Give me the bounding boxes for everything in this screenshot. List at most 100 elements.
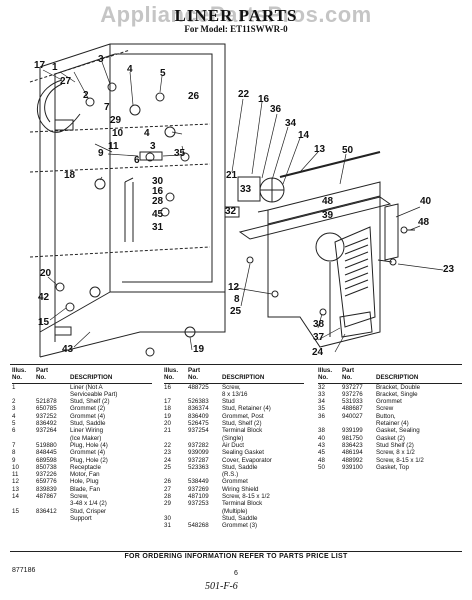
illus-number: 4: [12, 412, 16, 420]
callout-28: 28: [152, 196, 164, 207]
callout-13: 13: [314, 144, 326, 155]
illus-number: 8: [12, 449, 16, 457]
callout-43: 43: [62, 344, 74, 355]
table-header-row: Illus. No. Part No. DESCRIPTION: [318, 367, 462, 384]
callout-25: 25: [230, 306, 242, 317]
illus-number: 32: [318, 383, 325, 391]
part-description: Button, Retainer (4): [376, 412, 409, 428]
illus-number: 6: [12, 427, 16, 435]
illus-number: 2: [12, 398, 16, 406]
watermark: AppliancePartsPros.com: [100, 2, 372, 27]
part-number: 488992: [342, 456, 363, 464]
callout-42: 42: [38, 292, 50, 303]
illus-number: 26: [164, 478, 171, 486]
illus-number: 1: [12, 383, 16, 391]
callout-5: 5: [160, 68, 166, 79]
exploded-diagram: 17 1 27 3 4 5 2 26 7 29 10 11 4 3 9 6 35…: [29, 43, 455, 358]
illus-number: 25: [164, 463, 171, 471]
part-description: Sealing Gasket: [222, 449, 264, 457]
part-description: Screw: [376, 405, 394, 413]
illus-number: 16: [164, 383, 171, 391]
part-number: 836492: [36, 420, 57, 428]
part-description: Bracket, Double: [376, 383, 421, 391]
part-number: 940027: [342, 412, 363, 420]
callout-7: 7: [104, 102, 110, 113]
part-number: 487109: [188, 493, 209, 501]
part-description: Liner Wiring (Ice Maker): [70, 427, 104, 442]
wiring-harness: [36, 79, 81, 133]
part-description: Grommet: [222, 478, 248, 486]
illus-number: 27: [164, 485, 171, 493]
part-description: Grommet (4): [70, 449, 106, 457]
part-number: 937253: [188, 500, 209, 508]
part-description: Stud Shelf (2): [376, 441, 414, 449]
part-description: Screw, 8 x 13/16: [222, 383, 248, 398]
callout-22: 22: [238, 89, 250, 100]
part-number: 523363: [188, 463, 209, 471]
callout-27: 27: [60, 76, 72, 87]
part-number: 689598: [36, 456, 57, 464]
table-header-row: Illus. No. Part No. DESCRIPTION: [164, 367, 304, 384]
callout-48b: 48: [418, 217, 430, 228]
part-description: Screw, 8-15 x 1/2: [376, 456, 424, 464]
part-description: Stud, Retainer (4): [222, 405, 271, 413]
illus-number: 17: [164, 398, 171, 406]
col-part-header: Part No.: [188, 367, 222, 384]
part-description: Terminal Block (Single): [222, 427, 263, 442]
part-number: 937269: [188, 485, 209, 493]
illus-number: 30: [164, 514, 171, 522]
illus-number: 43: [318, 441, 325, 449]
callout-35: 35: [174, 148, 186, 159]
part-description: Stud, Saddle: [70, 420, 106, 428]
callout-40: 40: [420, 196, 432, 207]
part-description: Motor, Fan: [70, 471, 100, 479]
part-description: Stud, Shelf (2): [222, 420, 262, 428]
illus-number: 7: [12, 441, 16, 449]
callout-10: 10: [112, 128, 124, 139]
illus-number: 28: [164, 493, 171, 501]
callout-2: 2: [83, 90, 89, 101]
callout-18: 18: [64, 170, 76, 181]
evaporator-cover: [238, 181, 392, 348]
part-description: Stud, Shelf (2): [70, 398, 110, 406]
callout-23: 23: [443, 264, 455, 275]
air-duct: [334, 226, 376, 338]
table-bottom-rule: [10, 551, 462, 552]
liner-outline: [29, 43, 226, 358]
ordering-footer: FOR ORDERING INFORMATION REFER TO PARTS …: [124, 553, 348, 560]
callout-1: 1: [52, 62, 58, 73]
part-number: 519880: [36, 441, 57, 449]
part-number: 937254: [188, 427, 209, 435]
part-description: Air Duct: [222, 441, 245, 449]
callout-15: 15: [38, 317, 50, 328]
callout-14: 14: [298, 130, 310, 141]
illus-number: 48: [318, 456, 325, 464]
part-number: 939100: [342, 463, 363, 471]
callout-39: 39: [322, 210, 334, 221]
small-parts: [54, 82, 196, 357]
illus-number: 5: [12, 420, 16, 428]
table-row: 5 836492 Stud, Saddle: [12, 420, 152, 427]
illus-number: 11: [12, 471, 19, 479]
part-description: Grommet (2): [70, 405, 106, 413]
page-title: LINER PARTS: [174, 6, 298, 25]
handwritten-note: 501-F-6: [205, 581, 238, 592]
part-number: [188, 515, 222, 522]
table-top-rule: [10, 364, 462, 365]
